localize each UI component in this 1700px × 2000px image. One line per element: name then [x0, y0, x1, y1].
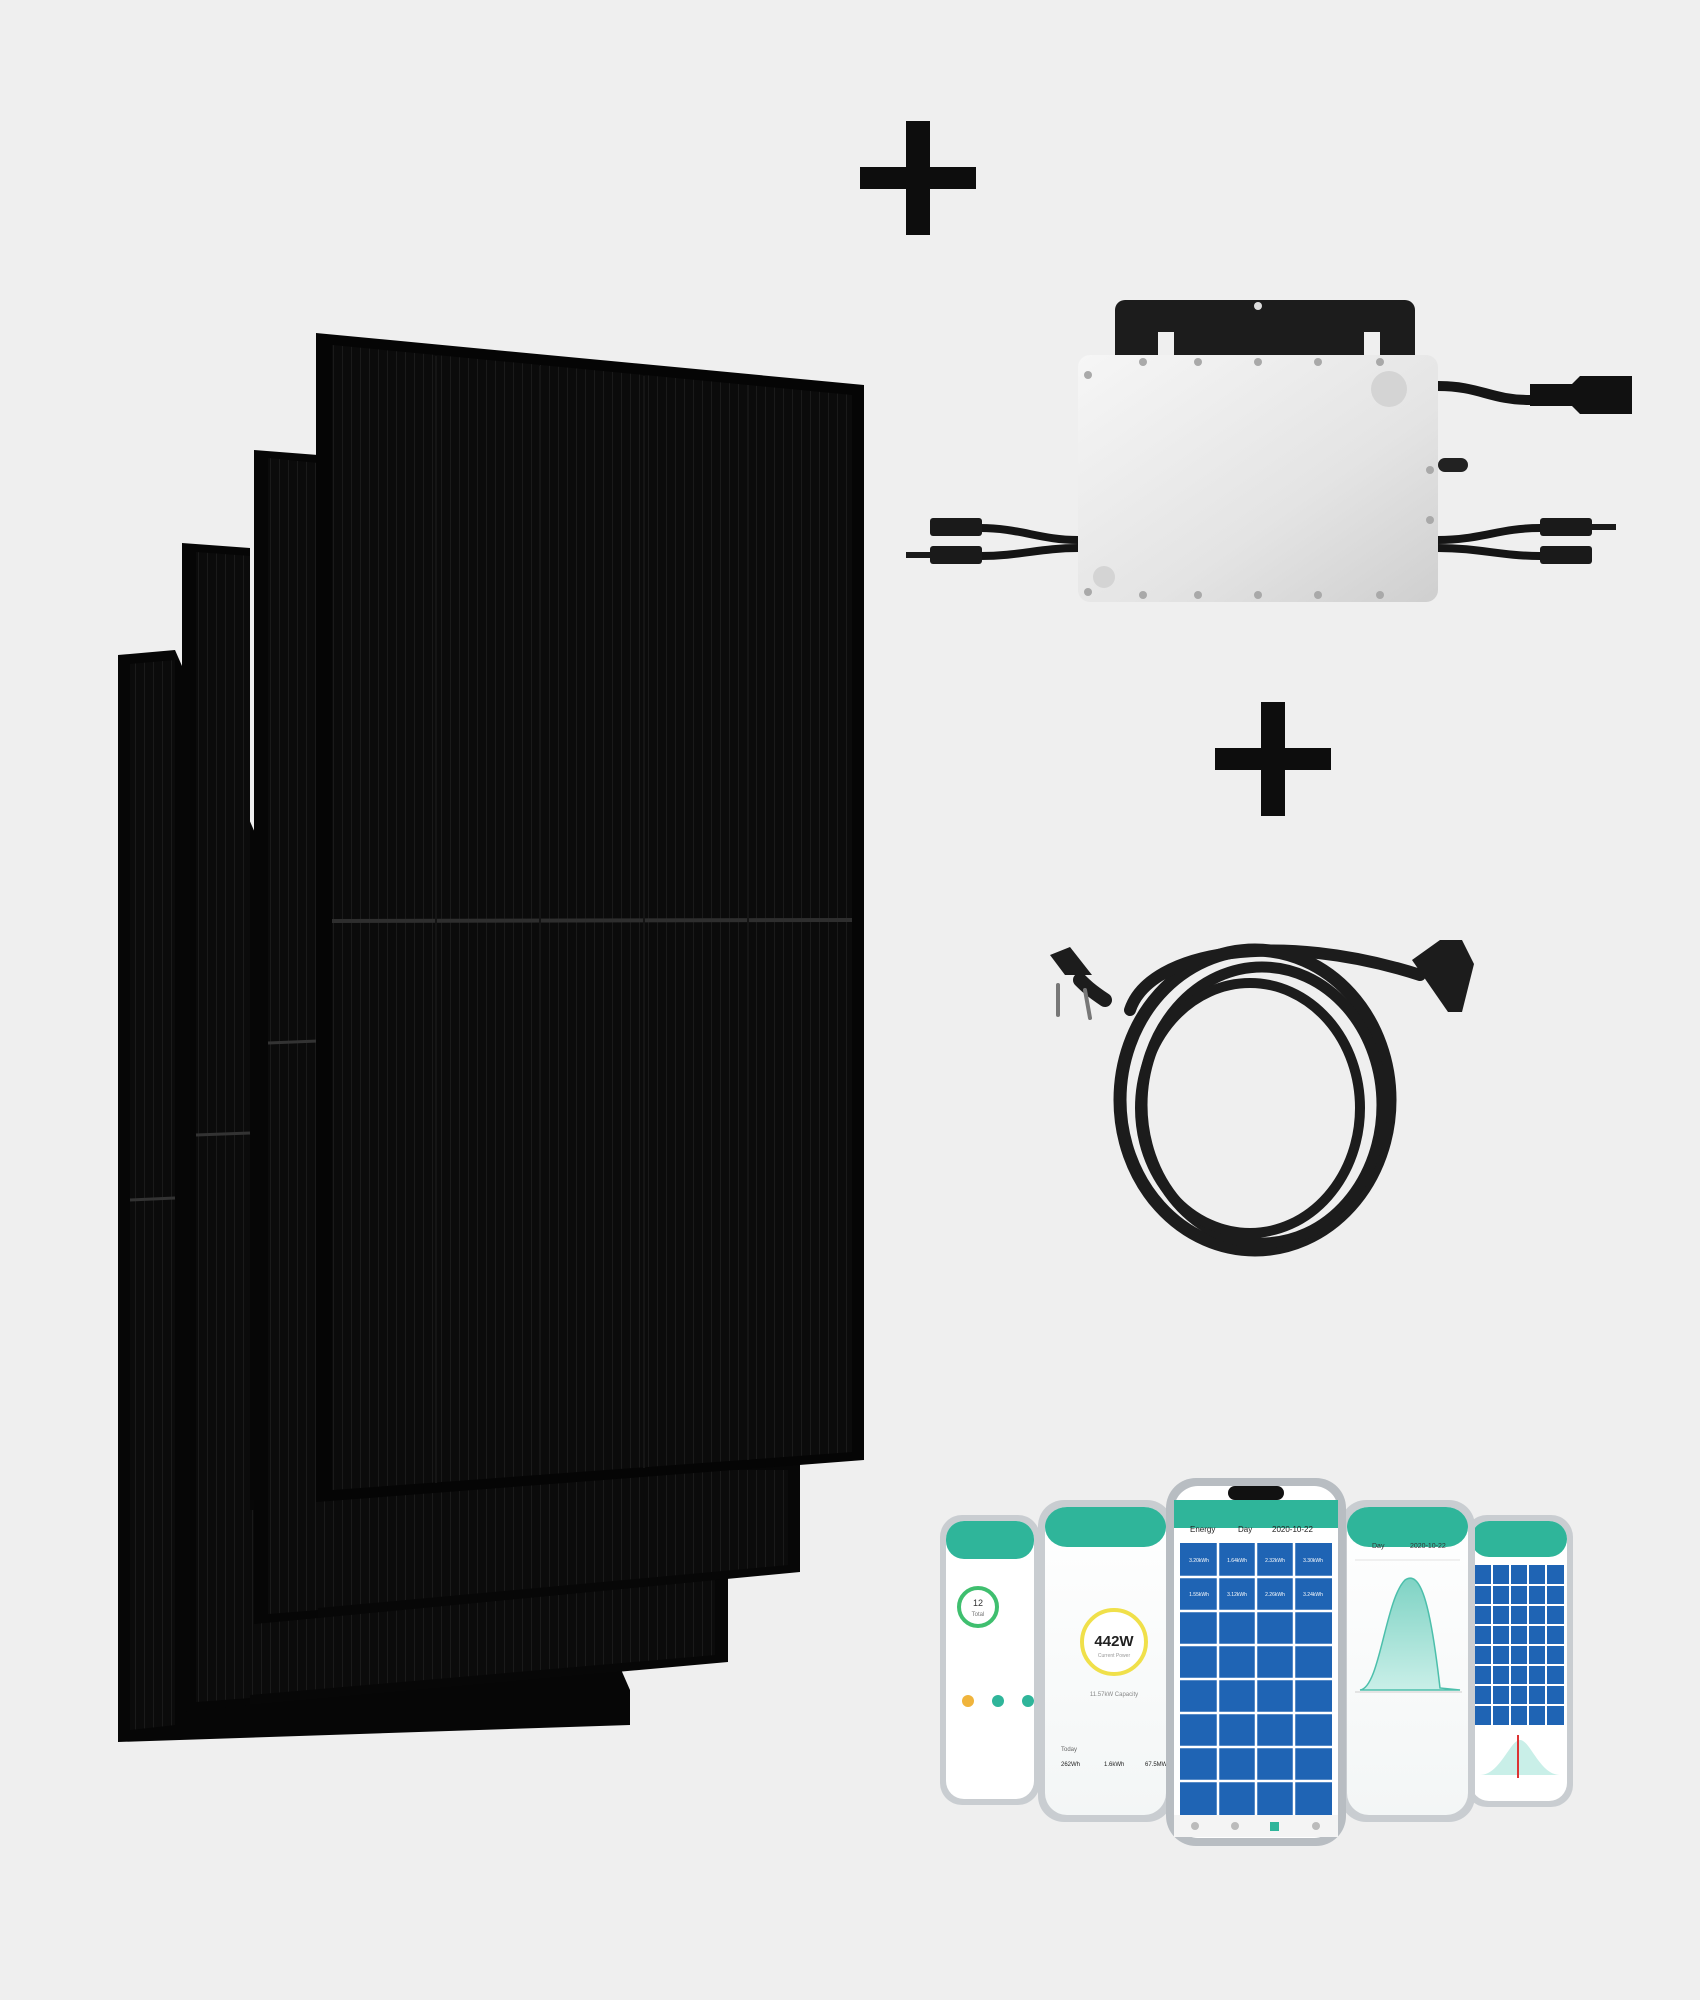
power-cable [1050, 940, 1474, 1257]
microinverter [906, 300, 1632, 602]
ring-unit: Total [972, 1612, 985, 1618]
ring-value: 12 [973, 1598, 983, 1608]
phone-screen-power: 442W Current Power 11.57kW Capacity Toda… [1038, 1500, 1173, 1822]
energy-tab: Energy [1190, 1525, 1215, 1534]
solar-panels [118, 333, 864, 1742]
day-tab: Day [1372, 1543, 1385, 1550]
cell-value: 3.20kWh [1189, 1558, 1209, 1564]
cell-value: 3.30kWh [1303, 1558, 1323, 1564]
stat-value-today: 262Wh [1061, 1762, 1080, 1768]
cell-value: 1.64kWh [1227, 1558, 1247, 1564]
current-power-value: 442W [1094, 1633, 1134, 1650]
cell-value: 3.12kWh [1227, 1592, 1247, 1598]
solar-panel-1 [316, 333, 864, 1502]
stat-value-month: 1.6kWh [1104, 1762, 1124, 1768]
capacity-label: 11.57kW Capacity [1090, 1692, 1138, 1698]
stat-value-lifetime: 67.5MWh [1145, 1762, 1171, 1768]
day-tab-center: Day [1238, 1525, 1252, 1534]
date-secondary: 2020-10-22 [1410, 1543, 1446, 1550]
cell-value: 2.32kWh [1265, 1558, 1285, 1564]
current-power-label: Current Power [1098, 1653, 1131, 1659]
cell-value: 1.55kWh [1189, 1592, 1209, 1598]
plus-icon [1215, 702, 1331, 816]
cell-value: 2.26kWh [1265, 1592, 1285, 1598]
phone-screen-chart: Day 2020-10-22 [1340, 1500, 1475, 1822]
solar-panel-2 [254, 450, 800, 1624]
cell-value: 3.24kWh [1303, 1592, 1323, 1598]
date-primary: 2020-10-22 [1272, 1525, 1313, 1534]
stat-label-today: Today [1061, 1747, 1077, 1753]
phone-screen-panel-grid: Energy Day 2020-10-22 3.20kWh 1.64kWh 2.… [1166, 1478, 1346, 1846]
monitoring-app-phones: 12 Total 442W Current Power 11.57kW Capa… [940, 1478, 1573, 1846]
phone-screen-overview: 12 Total [940, 1515, 1040, 1805]
plus-icon [860, 121, 976, 235]
phone-screen-right-grid [1465, 1515, 1573, 1807]
